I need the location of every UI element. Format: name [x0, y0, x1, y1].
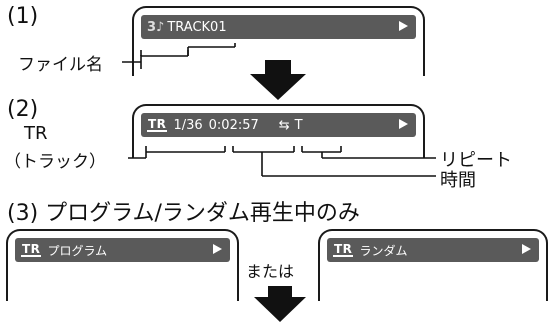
filename-label: ファイル名 — [18, 55, 103, 75]
step-1-number: (1) — [7, 4, 39, 29]
play-icon — [522, 244, 531, 254]
program-text: プログラム — [47, 243, 108, 258]
music-note-icon: 3♪ — [147, 19, 165, 35]
time-label: 時間 — [440, 170, 476, 191]
display-bar-step-2: TR 1/36 0:02:57 ⇆ T — [141, 113, 416, 137]
tr-icon: TR — [333, 242, 354, 257]
arrow-down-icon — [250, 60, 306, 100]
step-2-number: (2) — [7, 97, 39, 122]
display-program: TR プログラム — [6, 229, 239, 301]
track-position: 1/36 — [173, 117, 203, 133]
or-text: または — [246, 262, 295, 281]
track-name: TRACK01 — [167, 19, 227, 35]
display-bar-program: TR プログラム — [15, 238, 230, 262]
play-icon — [399, 119, 408, 129]
repeat-icon: ⇆ — [278, 117, 290, 133]
random-text: ランダム — [359, 243, 408, 258]
elapsed-time: 0:02:57 — [208, 117, 259, 133]
tr-label: TR — [24, 123, 48, 144]
display-step-1: 3♪ TRACK01 — [132, 6, 425, 76]
display-bar-step-1: 3♪ TRACK01 — [141, 15, 416, 39]
step-3-heading: (3) プログラム/ランダム再生中のみ — [7, 201, 360, 226]
arrow-down-icon — [254, 286, 306, 322]
tr-sub-label: （トラック） — [4, 152, 106, 172]
tr-icon: TR — [147, 117, 168, 132]
step-2-callouts — [128, 146, 436, 177]
display-step-2: TR 1/36 0:02:57 ⇆ T — [132, 104, 425, 158]
tr-icon: TR — [21, 242, 42, 257]
filename-callout — [122, 43, 236, 69]
display-random: TR ランダム — [318, 229, 548, 301]
repeat-mode: T — [294, 117, 303, 133]
repeat-label: リピート — [440, 150, 512, 171]
display-bar-random: TR ランダム — [327, 238, 539, 262]
play-icon — [213, 244, 222, 254]
play-icon — [399, 21, 408, 31]
